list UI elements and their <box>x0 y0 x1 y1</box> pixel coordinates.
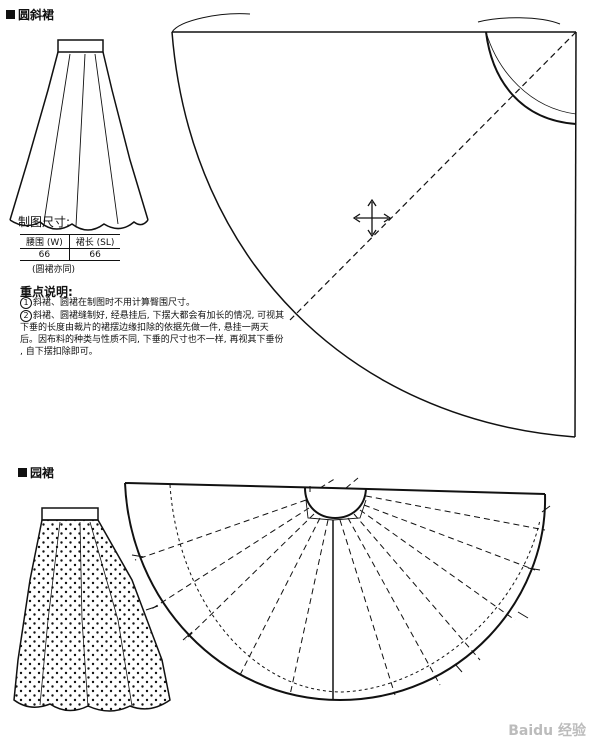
note-text: 斜裙、圆裙在制图时不用计算臀围尺寸。 <box>33 298 196 308</box>
pattern-hem-curve <box>124 482 547 702</box>
section-title-text: 圆斜裙 <box>18 8 55 22</box>
pattern-waist-curve <box>485 31 577 125</box>
circle-skirt-sketch <box>13 507 171 712</box>
note-text: 斜裙、圆裙缝制好, 经悬挂后, 下摆大都会有加长的情况, 可视其下垂的长度由裁片… <box>20 311 285 357</box>
bullet-square-icon <box>18 468 27 477</box>
pattern-hem-curve <box>171 31 576 438</box>
grain-arrow-icon <box>352 198 392 238</box>
pattern-right-edge <box>574 31 577 438</box>
watermark-logo: Baidu 经验 <box>508 723 586 739</box>
table-value-waist: 66 <box>20 248 70 261</box>
pattern-waist-curve <box>304 487 367 519</box>
flared-skirt-pattern <box>171 13 577 438</box>
bullet-square-icon <box>6 10 15 19</box>
section-title-flared-skirt: 圆斜裙 <box>6 6 54 23</box>
pattern-top-edge <box>124 482 333 489</box>
notes-heading: 重点说明: <box>20 285 73 299</box>
table-value-length: 66 <box>68 248 121 261</box>
note-number: 1 <box>20 297 32 309</box>
measurement-table: 腰围 (W) 裙长 (SL) 66 66 <box>20 234 121 261</box>
radial-dashed-lines <box>134 477 546 696</box>
hem-tick-marks <box>131 505 551 673</box>
section-title-circle-skirt: 园裙 <box>18 464 54 481</box>
table-note: (圆裙亦同) <box>32 265 76 275</box>
section-title-text: 园裙 <box>30 466 55 480</box>
flared-skirt-sketch <box>9 39 149 231</box>
bias-dashed-line <box>289 31 577 321</box>
measure-heading: 制图尺寸: <box>18 215 71 229</box>
